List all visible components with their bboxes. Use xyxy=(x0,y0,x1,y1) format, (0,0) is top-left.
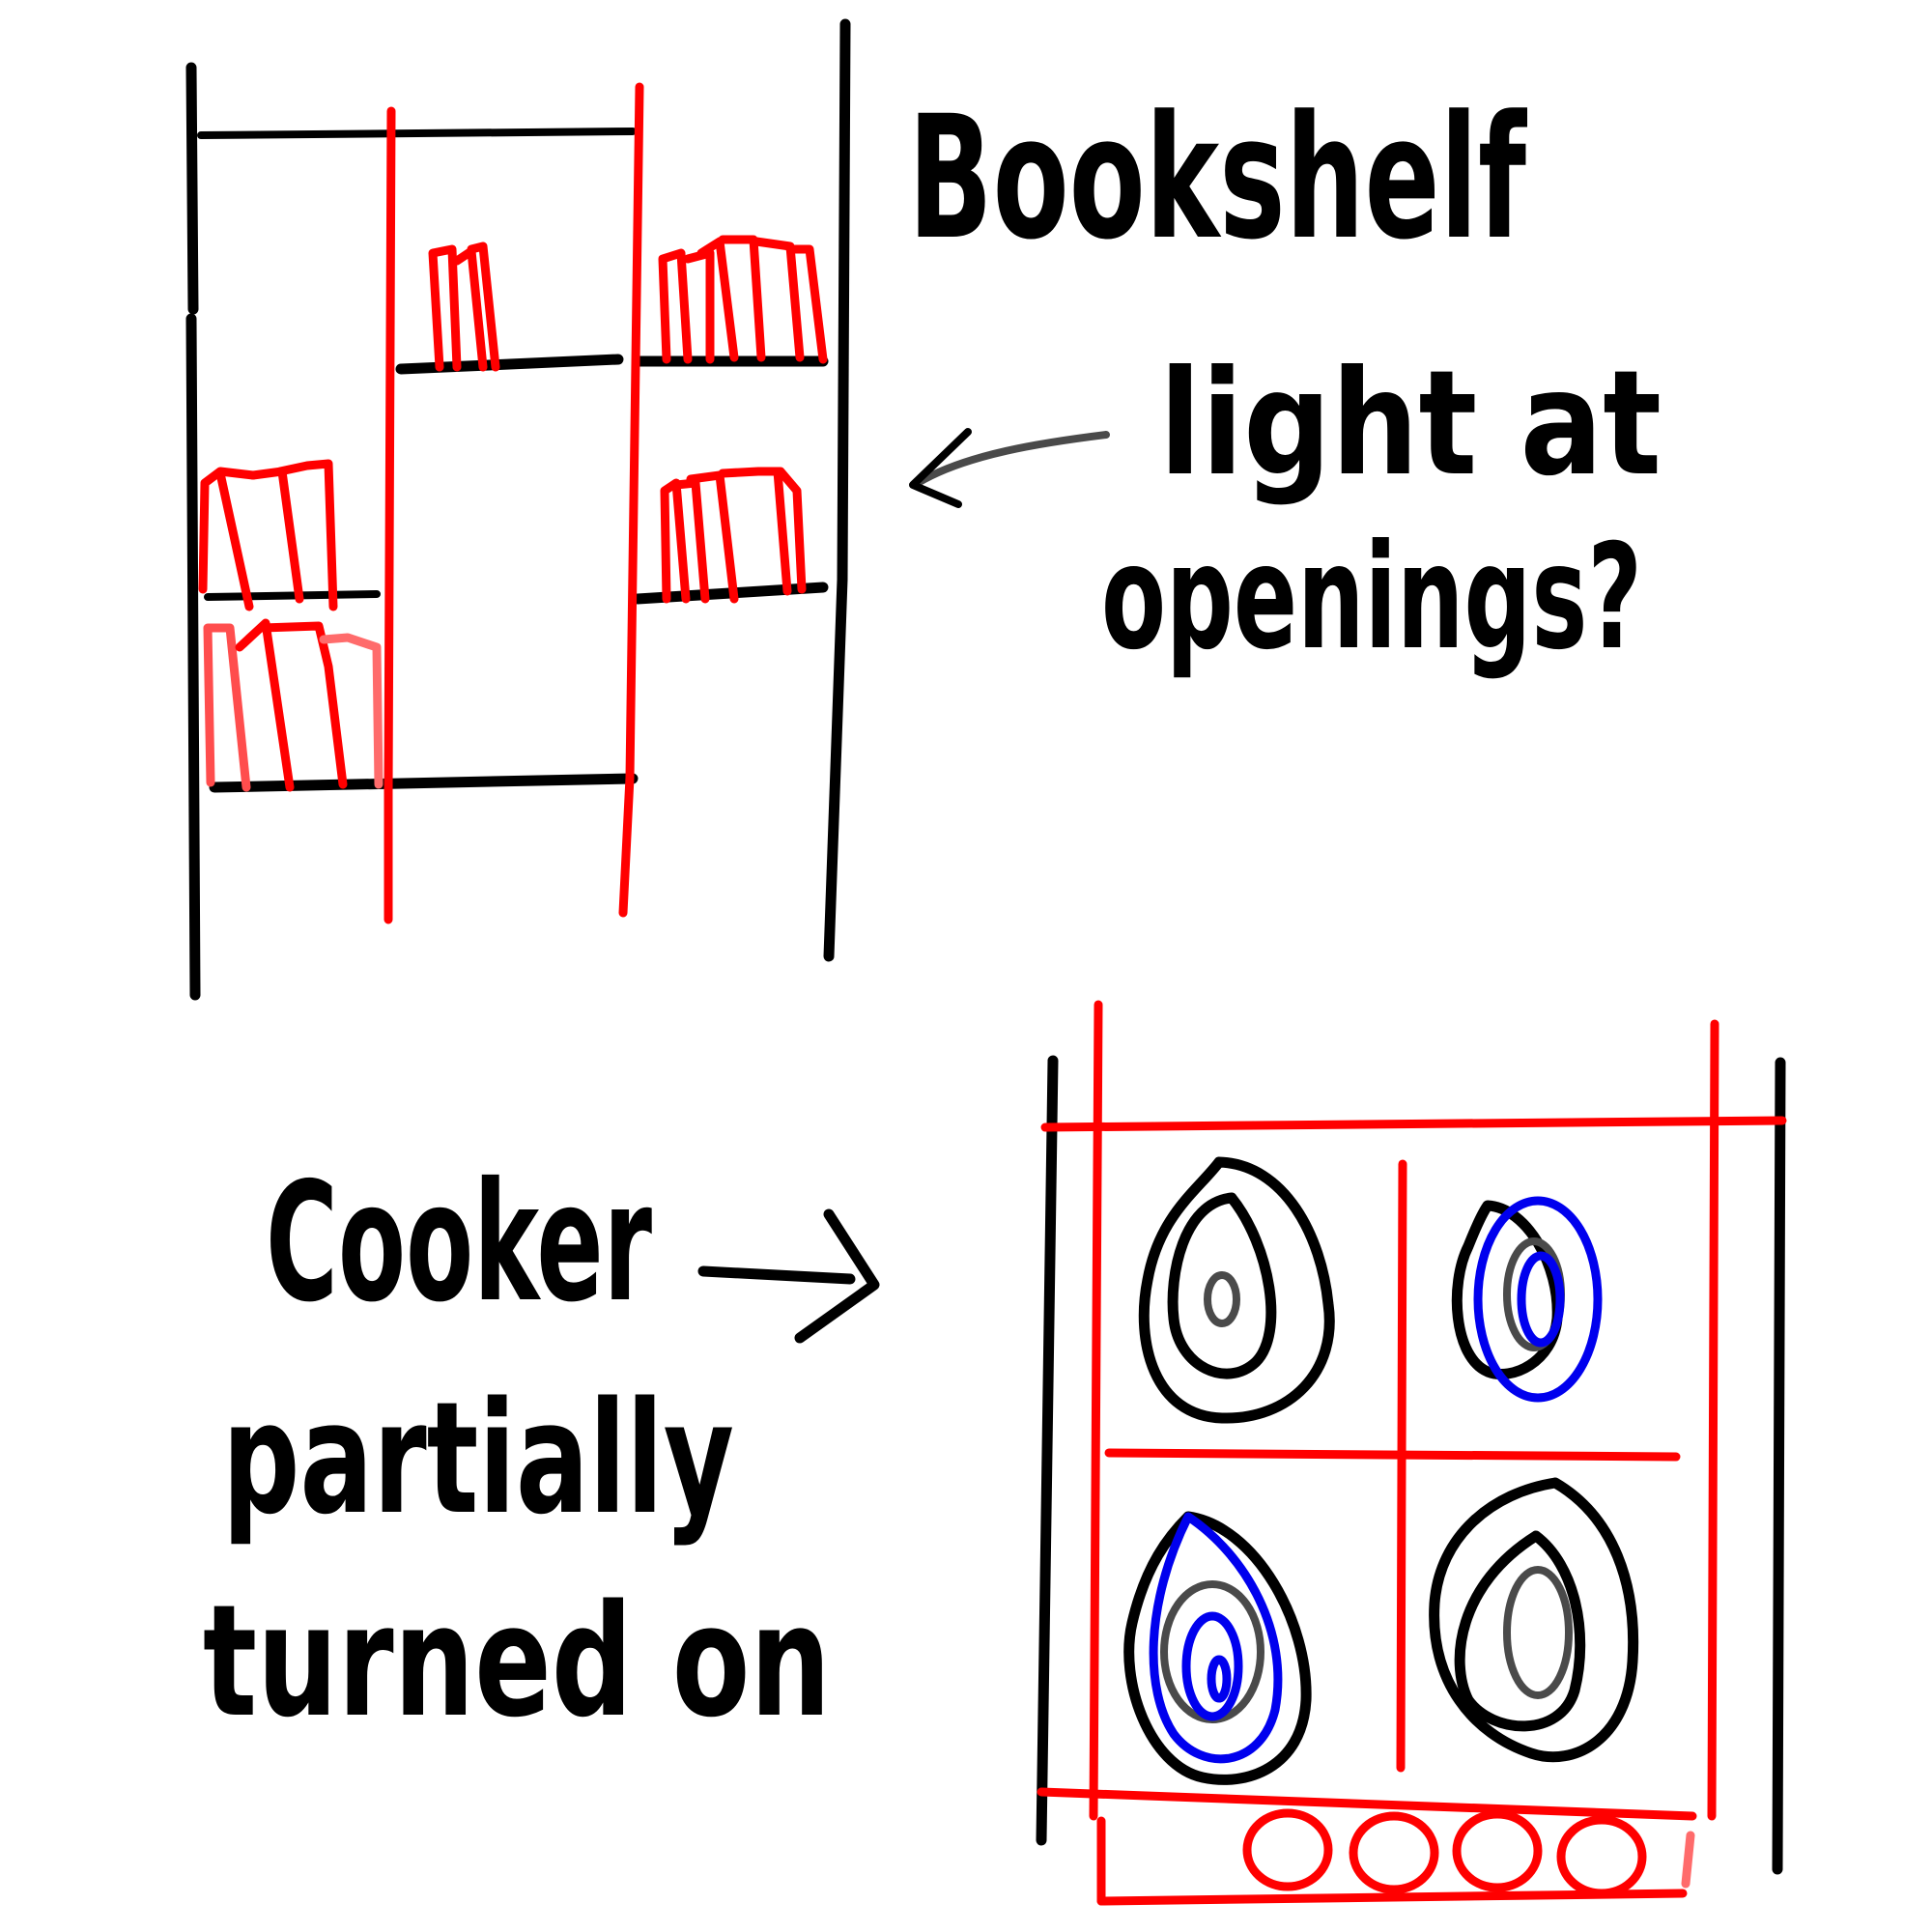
cooker-frame-left xyxy=(1089,1000,1103,1821)
cooker-right-side xyxy=(1772,1057,1786,1875)
cooker-frame-right xyxy=(1707,1019,1719,1821)
knob-2 xyxy=(1349,1811,1439,1894)
flame-icon xyxy=(1473,1196,1603,1403)
cooker-grid-vertical xyxy=(1396,1159,1407,1773)
cooker-control-panel-right xyxy=(1681,1831,1695,1889)
books-top-middle xyxy=(428,242,500,372)
shelf-top-middle xyxy=(395,354,624,375)
books-bottom-left xyxy=(203,618,384,792)
bookshelf-top xyxy=(197,128,637,139)
cooker-label-line2: partially xyxy=(222,1368,734,1548)
burner-bottom-right xyxy=(1429,1477,1639,1763)
cooker-label-line1: Cooker xyxy=(266,1148,652,1339)
burner-bottom-left xyxy=(1123,1511,1312,1785)
cooker-control-panel-bottom xyxy=(1096,1889,1688,1906)
light-label-line2: openings? xyxy=(1101,514,1642,682)
knob-3 xyxy=(1452,1809,1543,1892)
cooker-annotation: Cooker partially turned on xyxy=(203,1148,880,1751)
cooker-knobs xyxy=(1096,1808,1695,1906)
burner-top-left xyxy=(1138,1156,1335,1424)
light-label-line1: light at xyxy=(1159,340,1662,508)
cooker-label-line3: turned on xyxy=(203,1571,831,1751)
cooker-drawing xyxy=(1036,1000,1787,1906)
shelf-middle-left xyxy=(204,590,381,601)
bookshelf-right-side xyxy=(823,18,851,962)
knob-4 xyxy=(1556,1815,1647,1898)
books-middle-right xyxy=(660,467,807,604)
bookshelf-annotation: Bookshelf light at openings? xyxy=(908,79,1662,682)
knob-1 xyxy=(1242,1808,1333,1891)
shelf-bottom xyxy=(209,773,639,793)
cooker-frame-bottom xyxy=(1037,1787,1697,1821)
arrow-right-icon xyxy=(697,1265,856,1285)
flame-icon xyxy=(1149,1512,1283,1764)
bookshelf-drawing xyxy=(185,18,851,1001)
cooker-grid-horizontal xyxy=(1104,1448,1681,1462)
bookshelf-divider-right xyxy=(618,82,644,918)
cooker-frame-top xyxy=(1040,1116,1787,1132)
arrow-left-head xyxy=(909,428,972,508)
bookshelf-left-side xyxy=(185,62,201,1001)
arrow-left-icon xyxy=(914,431,1110,487)
burner-top-right xyxy=(1451,1196,1603,1403)
bookshelf-label: Bookshelf xyxy=(908,79,1528,277)
cooker-left-side xyxy=(1036,1055,1059,1846)
arrow-right-head xyxy=(794,1208,880,1344)
books-middle-left xyxy=(198,459,338,611)
bookshelf-divider-left xyxy=(384,106,396,924)
books-top-right xyxy=(658,235,828,364)
